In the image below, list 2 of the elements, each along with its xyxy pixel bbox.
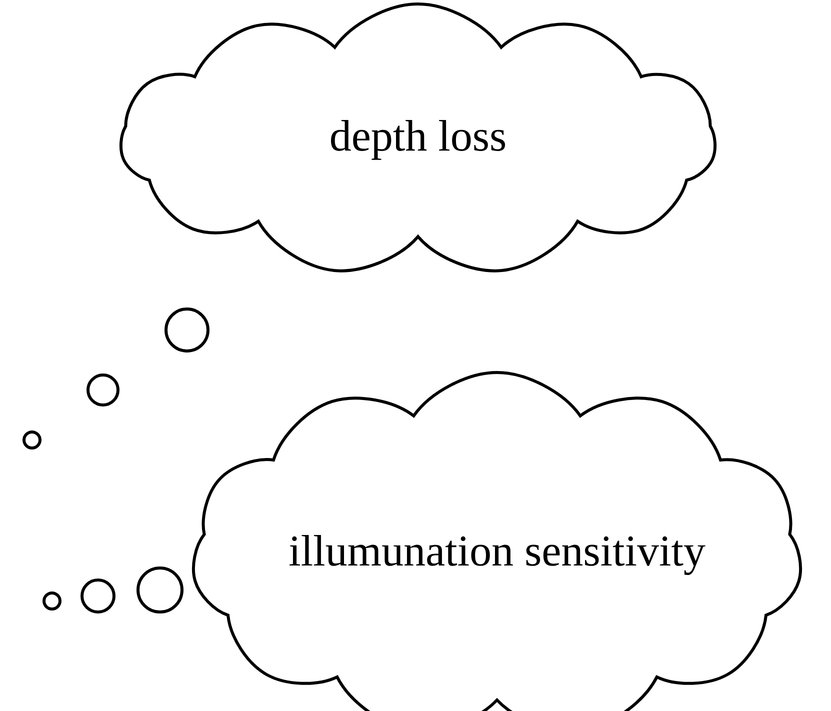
thought-cloud: depth loss — [119, 2, 717, 272]
thought-cloud: illumunation sensitivity — [192, 370, 802, 711]
